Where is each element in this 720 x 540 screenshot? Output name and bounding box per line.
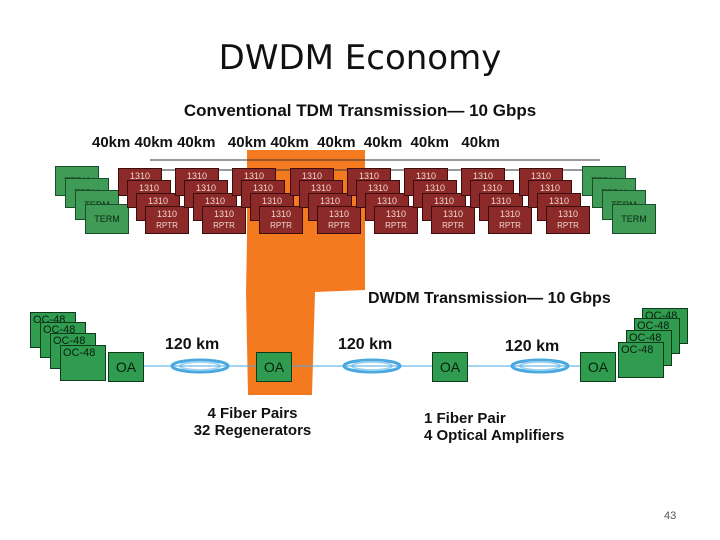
repeater-label: 1310: [301, 171, 323, 181]
oc48-label: OC-48: [63, 347, 96, 359]
optical-amplifier: OA: [580, 352, 616, 382]
optical-amplifier: OA: [256, 352, 292, 382]
repeater-label: 1310: [442, 209, 464, 219]
oc48-box: OC-48: [60, 345, 106, 381]
repeater-label: 1310: [415, 171, 437, 181]
repeater-type-label: RPTR: [442, 221, 464, 230]
dwdm-caption-line2: 4 Optical Amplifiers: [424, 427, 565, 444]
dwdm-caption-line1: 1 Fiber Pair: [424, 410, 506, 427]
repeater-label: 1310: [424, 183, 446, 193]
repeater-label: 1310: [367, 183, 389, 193]
terminal-label: TERM: [94, 214, 120, 224]
repeater-label: 1310: [261, 196, 283, 206]
repeater-type-label: RPTR: [213, 221, 235, 230]
tdm-caption: 4 Fiber Pairs 32 Regenerators: [160, 405, 345, 439]
repeater-label: 1310: [499, 209, 521, 219]
oa-label: OA: [115, 359, 137, 375]
repeater-label: 1310: [252, 183, 274, 193]
repeater-label: 1310: [557, 209, 579, 219]
terminal-label: TERM: [621, 214, 647, 224]
repeater-type-label: RPTR: [270, 221, 292, 230]
repeater-type-label: RPTR: [328, 221, 350, 230]
oc48-label: OC-48: [637, 320, 670, 332]
oc48-label: OC-48: [621, 344, 654, 356]
dwdm-caption: 1 Fiber Pair 4 Optical Amplifiers: [424, 410, 564, 444]
repeater-type-label: RPTR: [557, 221, 579, 230]
repeater-label: 1310: [270, 209, 292, 219]
repeater-label: 1310: [548, 196, 570, 206]
repeater-label: 1310: [129, 171, 151, 181]
oa-label: OA: [439, 359, 461, 375]
repeater-label: 1310: [310, 183, 332, 193]
repeater-label: 1310: [530, 171, 552, 181]
oc48-label: OC-48: [53, 335, 86, 347]
tdm-subtitle: Conventional TDM Transmission— 10 Gbps: [183, 101, 537, 120]
repeater-label: 1310: [319, 196, 341, 206]
tdm-caption-line2: 32 Regenerators: [193, 422, 312, 439]
repeater-label: 1310: [385, 209, 407, 219]
optical-amplifier: OA: [432, 352, 468, 382]
repeater-label: 1310: [186, 171, 208, 181]
optical-amplifier: OA: [108, 352, 144, 382]
repeater-label: 1310: [539, 183, 561, 193]
terminal-box: TERM: [85, 204, 129, 234]
oa-label: OA: [587, 359, 609, 375]
repeater-label: 1310: [490, 196, 512, 206]
repeater-label: 1310: [433, 196, 455, 206]
dwdm-subtitle: DWDM Transmission— 10 Gbps: [368, 290, 611, 307]
repeater-label: 1310: [213, 209, 235, 219]
span-distance-row: 40km 40km 40km 40km 40km 40km 40km 40km …: [92, 134, 500, 151]
oa-label: OA: [263, 359, 285, 375]
repeater-label: 1310: [376, 196, 398, 206]
tdm-caption-line1: 4 Fiber Pairs: [207, 405, 298, 422]
repeater-label: 1310: [358, 171, 380, 181]
span-label: 120 km: [505, 338, 560, 355]
repeater-type-label: RPTR: [499, 221, 521, 230]
repeater-type-label: RPTR: [156, 221, 178, 230]
repeater-label: 1310: [147, 196, 169, 206]
span-label: 120 km: [165, 336, 220, 353]
repeater-label: 1310: [472, 171, 494, 181]
page-number: 43: [664, 510, 677, 522]
repeater-label: 1310: [156, 209, 178, 219]
repeater-label: 1310: [195, 183, 217, 193]
repeater-label: 1310: [328, 209, 350, 219]
repeater-label: 1310: [204, 196, 226, 206]
repeater-label: 1310: [481, 183, 503, 193]
oc48-label: OC-48: [629, 332, 662, 344]
span-label: 120 km: [338, 336, 393, 353]
repeater-label: 1310: [243, 171, 265, 181]
terminal-box: TERM: [612, 204, 656, 234]
page-title: DWDM Economy: [218, 38, 502, 78]
repeater-label: 1310: [138, 183, 160, 193]
oc48-box: OC-48: [618, 342, 664, 378]
repeater-type-label: RPTR: [385, 221, 407, 230]
